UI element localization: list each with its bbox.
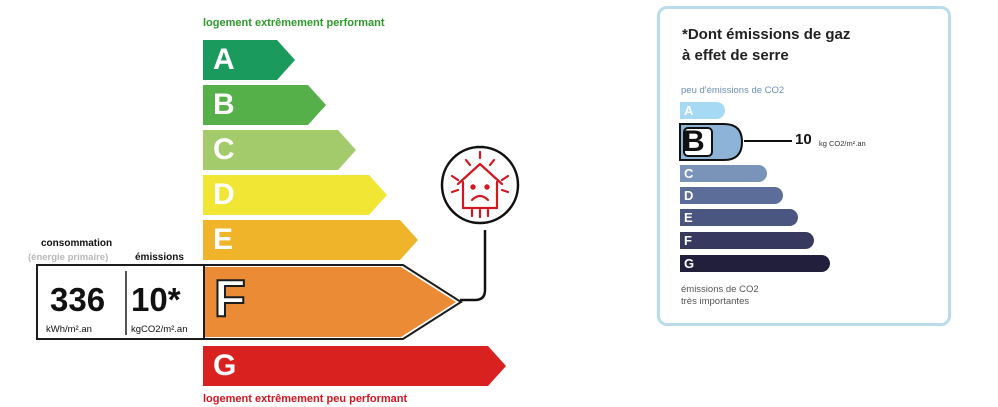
ges-value-connector bbox=[744, 140, 792, 142]
ges-title-line2: à effet de serre bbox=[682, 47, 789, 64]
sad-house-icon bbox=[440, 145, 520, 302]
ges-class-letter: F bbox=[684, 233, 692, 248]
ges-class-letter: E bbox=[684, 210, 693, 225]
ges-class-a-bar: A bbox=[680, 102, 725, 119]
emissions-unit: kgCO2/m².an bbox=[131, 324, 188, 335]
ges-class-b-bar-current bbox=[679, 123, 744, 161]
ges-title-line1: *Dont émissions de gaz bbox=[682, 26, 851, 43]
energy-class-letter: B bbox=[213, 88, 235, 121]
ges-class-c-bar: C bbox=[680, 165, 767, 182]
bar-shape bbox=[203, 85, 326, 125]
ges-class-d-bar: D bbox=[680, 187, 783, 204]
energy-class-letter: C bbox=[213, 133, 235, 166]
bar-shape bbox=[203, 130, 356, 170]
ges-class-letter: G bbox=[684, 256, 695, 271]
energy-class-letter: G bbox=[213, 349, 237, 382]
bar-shape bbox=[203, 346, 506, 386]
consumption-unit: kWh/m².an bbox=[46, 324, 92, 335]
ges-class-letter: C bbox=[684, 166, 694, 181]
energy-class-f-letter: F bbox=[213, 270, 247, 328]
energy-class-c-bar: C bbox=[203, 130, 356, 170]
bar-shape bbox=[203, 40, 295, 80]
ges-title: *Dont émissions de gaz à effet de serre bbox=[682, 24, 912, 66]
current-class-f-outline bbox=[36, 264, 463, 340]
energy-class-letter: E bbox=[213, 223, 234, 256]
ges-high-label-line1: émissions de CO2 bbox=[681, 284, 759, 295]
energy-class-letter: D bbox=[213, 178, 235, 211]
emissions-value: 10* bbox=[131, 281, 181, 318]
ges-class-letter: D bbox=[684, 188, 694, 203]
energy-class-letter: A bbox=[213, 43, 235, 76]
energy-class-b-bar: B bbox=[203, 85, 326, 125]
emissions-label: émissions bbox=[135, 252, 184, 263]
ges-class-e-bar: E bbox=[680, 209, 798, 226]
ges-low-label: peu d'émissions de CO2 bbox=[681, 85, 785, 96]
energy-class-e-bar: E bbox=[203, 220, 418, 260]
ges-class-g-bar: G bbox=[680, 255, 830, 272]
ges-value: 10 bbox=[795, 131, 812, 148]
energy-class-d-bar: D bbox=[203, 175, 387, 215]
ges-unit: kg CO2/m².an bbox=[819, 139, 866, 148]
bar-shape bbox=[203, 220, 418, 260]
consumption-value: 336 bbox=[50, 281, 106, 318]
primary-energy-label: (énergie primaire) bbox=[28, 252, 109, 263]
ges-high-label: émissions de CO2 très importantes bbox=[681, 284, 801, 308]
bar-shape bbox=[203, 175, 387, 215]
energy-class-g-bar: G bbox=[203, 346, 506, 386]
consumption-label: consommation bbox=[41, 238, 113, 249]
ges-class-f-bar: F bbox=[680, 232, 814, 249]
energy-class-a-bar: A bbox=[203, 40, 295, 80]
bottom-caption: logement extrêmement peu performant bbox=[203, 393, 408, 405]
ges-class-b-letter: B bbox=[683, 125, 705, 158]
top-caption: logement extrêmement performant bbox=[203, 17, 385, 29]
ges-class-letter: A bbox=[684, 103, 694, 118]
ges-high-label-line2: très importantes bbox=[681, 296, 750, 307]
